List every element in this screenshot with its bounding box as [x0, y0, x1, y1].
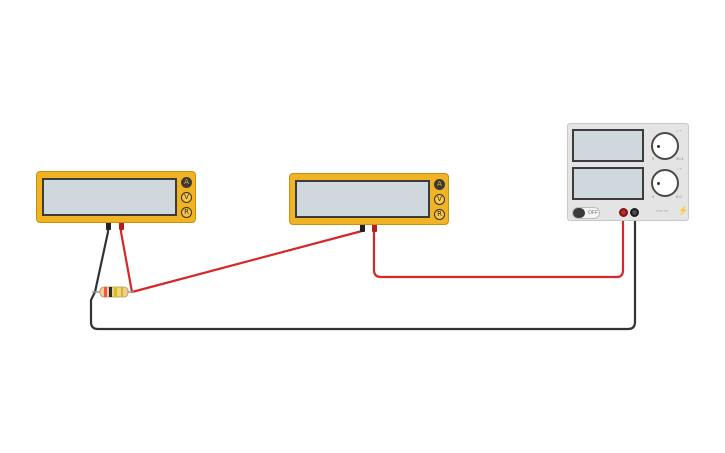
psu-current-display	[572, 167, 644, 200]
multimeter-1-mode-voltage[interactable]: V	[181, 192, 192, 203]
psu-voltage-min-label: 0	[652, 156, 655, 161]
red-wire-meter2-to-psu[interactable]	[372, 211, 625, 279]
psu-current-indicator-icon: ◌ ⌁	[676, 166, 682, 171]
multimeter-1[interactable]: A V R	[36, 171, 196, 223]
red-wire-meter1-to-resistor[interactable]	[119, 225, 134, 294]
psu-current-max-label: 5.0	[676, 194, 682, 199]
multimeter-2-display	[295, 180, 430, 218]
multimeter-1-mode-resistance[interactable]: R	[181, 207, 192, 218]
meter2-probes	[360, 224, 377, 232]
psu-voltage-indicator-icon: ◌ ⌁	[676, 128, 682, 133]
multimeter-2-mode-resistance[interactable]: R	[434, 209, 445, 220]
resistor-band-2	[109, 287, 112, 297]
red-wire-resistor-to-meter2[interactable]	[130, 229, 364, 294]
psu-lightning-icon: ⚡	[678, 206, 688, 215]
multimeter-2-mode-current[interactable]: A	[434, 179, 445, 190]
meter1-probes	[106, 222, 124, 230]
psu-current-knob[interactable]	[651, 169, 679, 197]
multimeter-1-display	[42, 178, 177, 216]
psu-negative-terminal[interactable]	[630, 208, 639, 217]
psu-current-min-label: 0	[652, 194, 655, 199]
resistor-band-1	[104, 287, 107, 297]
black-wire-meter1-to-resistor[interactable]	[93, 225, 110, 294]
resistor-band-3	[114, 287, 117, 297]
black-wire-resistor-to-psu[interactable]	[89, 211, 637, 331]
psu-power-switch[interactable]: OFF	[572, 207, 600, 219]
psu-voltage-display	[572, 129, 644, 162]
psu-power-switch-thumb	[573, 208, 585, 218]
resistor[interactable]	[92, 286, 134, 298]
multimeter-2-mode-voltage[interactable]: V	[434, 194, 445, 205]
multimeter-2[interactable]: A V R	[289, 173, 449, 225]
psu-positive-terminal[interactable]	[619, 208, 628, 217]
psu-voltage-max-label: 30.1	[676, 156, 684, 161]
multimeter-1-mode-current[interactable]: A	[181, 177, 192, 188]
resistor-band-4	[121, 287, 123, 297]
power-supply[interactable]: 0 30.1 ◌ ⌁ 0 5.0 ◌ ⌁ OFF ▪▪▪▪▪ ▪▪▪ ⚡	[567, 123, 689, 221]
psu-voltage-knob[interactable]	[651, 132, 679, 160]
psu-logo: ▪▪▪▪▪ ▪▪▪	[656, 208, 669, 213]
psu-power-switch-label: OFF	[588, 210, 598, 216]
